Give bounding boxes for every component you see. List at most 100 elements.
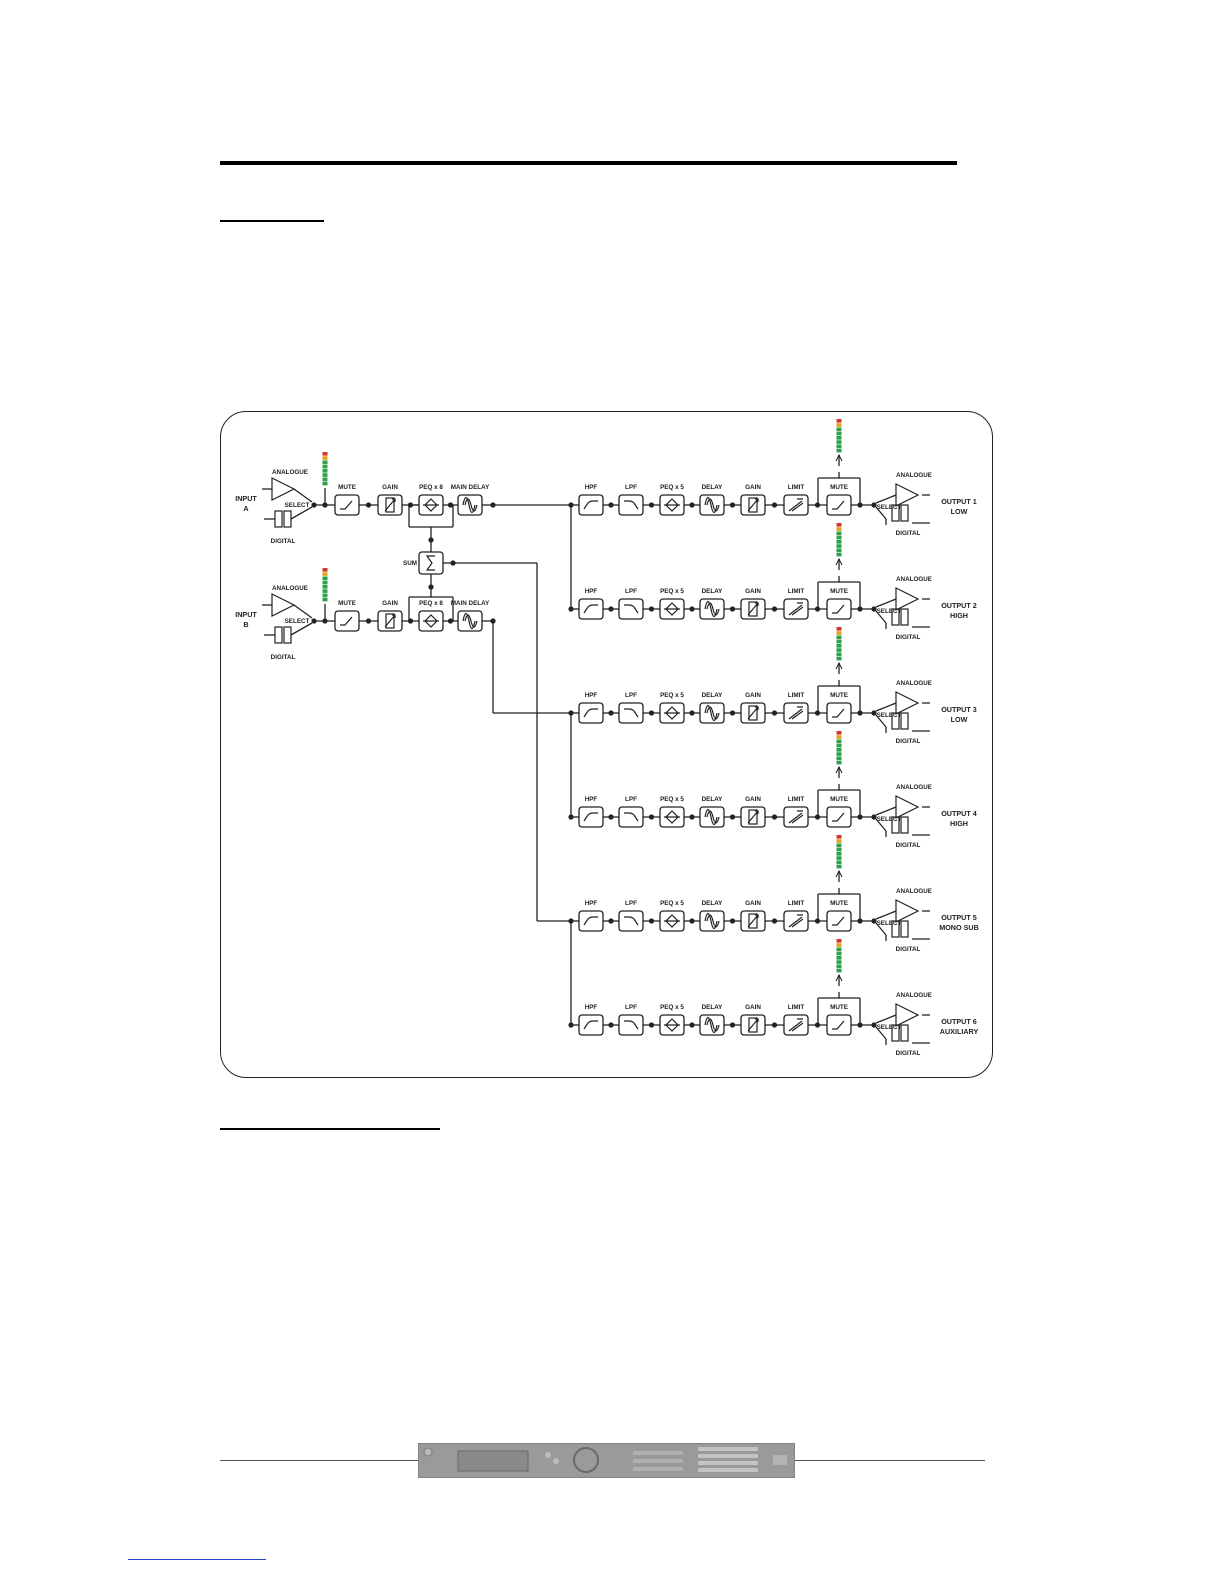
device-front-panel-icon	[418, 1443, 795, 1478]
peq-icon	[664, 914, 680, 928]
mute-label: MUTE	[338, 600, 356, 607]
junction-dot	[608, 710, 614, 716]
hpf-icon	[583, 812, 598, 822]
level-meter-segment	[836, 748, 842, 752]
mute-block	[826, 910, 852, 932]
signal-line	[875, 910, 897, 920]
output-label: OUTPUT 3	[941, 705, 977, 714]
junction-dot	[871, 918, 877, 924]
junction-dot	[871, 710, 877, 716]
mute-label: MUTE	[830, 1004, 848, 1011]
gain-icon	[747, 809, 759, 825]
junction-dot	[648, 606, 655, 612]
gain-label: GAIN	[745, 1004, 761, 1011]
delay-icon	[704, 808, 720, 826]
level-meter-segment	[836, 440, 842, 444]
mute-label: MUTE	[830, 692, 848, 699]
hpf-label: HPF	[585, 796, 598, 803]
footer-rule-right	[795, 1460, 985, 1461]
junction-dot	[814, 710, 821, 716]
level-meter-segment	[836, 548, 842, 553]
input-label: INPUT	[235, 494, 257, 503]
analogue-label: ANALOGUE	[896, 784, 932, 791]
analogue-amp-icon	[271, 477, 296, 501]
signal-line	[875, 1026, 887, 1040]
peq-icon	[664, 1018, 680, 1032]
signal-line	[293, 488, 313, 503]
level-meter-segment	[322, 473, 328, 477]
level-meter-segment	[836, 856, 842, 860]
delay-icon	[704, 600, 720, 618]
level-meter-segment	[836, 943, 842, 947]
hpf-label: HPF	[585, 1004, 598, 1011]
level-meter-segment	[836, 947, 842, 952]
lpf-block	[618, 1014, 644, 1036]
meter-arrow-icon	[835, 453, 843, 462]
junction-dot	[608, 1022, 614, 1028]
analogue-amp-icon	[895, 587, 920, 611]
lpf-icon	[624, 708, 639, 718]
delay-label: DELAY	[702, 484, 724, 491]
level-meter-segment	[322, 568, 328, 572]
level-meter-segment	[836, 860, 842, 865]
junction-dot	[729, 502, 736, 508]
junction-dot	[608, 502, 614, 508]
peq-label: PEQ x 5	[660, 1004, 684, 1011]
junction-dot	[871, 606, 877, 612]
hpf-label: HPF	[585, 484, 598, 491]
lpf-icon	[624, 1020, 639, 1030]
junction-dot	[871, 1022, 877, 1028]
junction-dot	[771, 814, 778, 820]
level-meter-segment	[836, 644, 842, 648]
gain-icon	[747, 601, 759, 617]
delay-block	[699, 910, 725, 932]
delay-block	[699, 806, 725, 828]
digital-label: DIGITAL	[896, 634, 921, 641]
junction-dot	[857, 502, 863, 508]
footer-link-underline	[128, 1559, 266, 1560]
delay-label: DELAY	[702, 1004, 724, 1011]
limit-icon	[788, 498, 804, 512]
level-meter-segment	[836, 552, 842, 557]
hpf-icon	[583, 916, 598, 926]
lpf-block	[618, 702, 644, 724]
junction-dot	[729, 1022, 736, 1028]
junction-dot	[857, 814, 863, 820]
input-id: A	[243, 504, 248, 513]
level-meter-segment	[836, 436, 842, 440]
meter-arrow-icon	[835, 557, 843, 566]
level-meter-segment	[836, 956, 842, 960]
analogue-label: ANALOGUE	[272, 469, 308, 476]
hpf-block	[578, 702, 604, 724]
meter-arrow-icon	[835, 765, 843, 774]
level-meter-segment	[836, 444, 842, 449]
select-label: SELECT	[877, 1024, 902, 1031]
signal-line	[875, 818, 887, 832]
hpf-block	[578, 910, 604, 932]
mute-label: MUTE	[338, 484, 356, 491]
level-meter-segment	[836, 760, 842, 765]
junction-dot	[608, 814, 614, 820]
level-meter-segment	[322, 593, 328, 598]
digital-connector-icon	[900, 608, 909, 626]
level-meter-segment	[836, 752, 842, 756]
junction-dot	[857, 606, 863, 612]
mute-label: MUTE	[830, 796, 848, 803]
input-label: INPUT	[235, 610, 257, 619]
junction-dot	[814, 918, 821, 924]
top-rule	[220, 161, 957, 165]
level-meter-segment	[322, 572, 328, 576]
delay-block	[457, 494, 483, 516]
digital-connector-icon	[283, 510, 292, 528]
level-meter-segment	[322, 456, 328, 460]
limit-icon	[788, 602, 804, 616]
section-heading-underline-2	[220, 1128, 440, 1130]
delay-icon	[704, 912, 720, 930]
mute-icon	[340, 616, 353, 626]
digital-connector-icon	[891, 504, 900, 522]
digital-label: DIGITAL	[271, 538, 296, 545]
lpf-icon	[624, 916, 639, 926]
level-meter-segment	[836, 731, 842, 735]
junction-dot	[771, 1022, 778, 1028]
mute-icon	[340, 500, 353, 510]
